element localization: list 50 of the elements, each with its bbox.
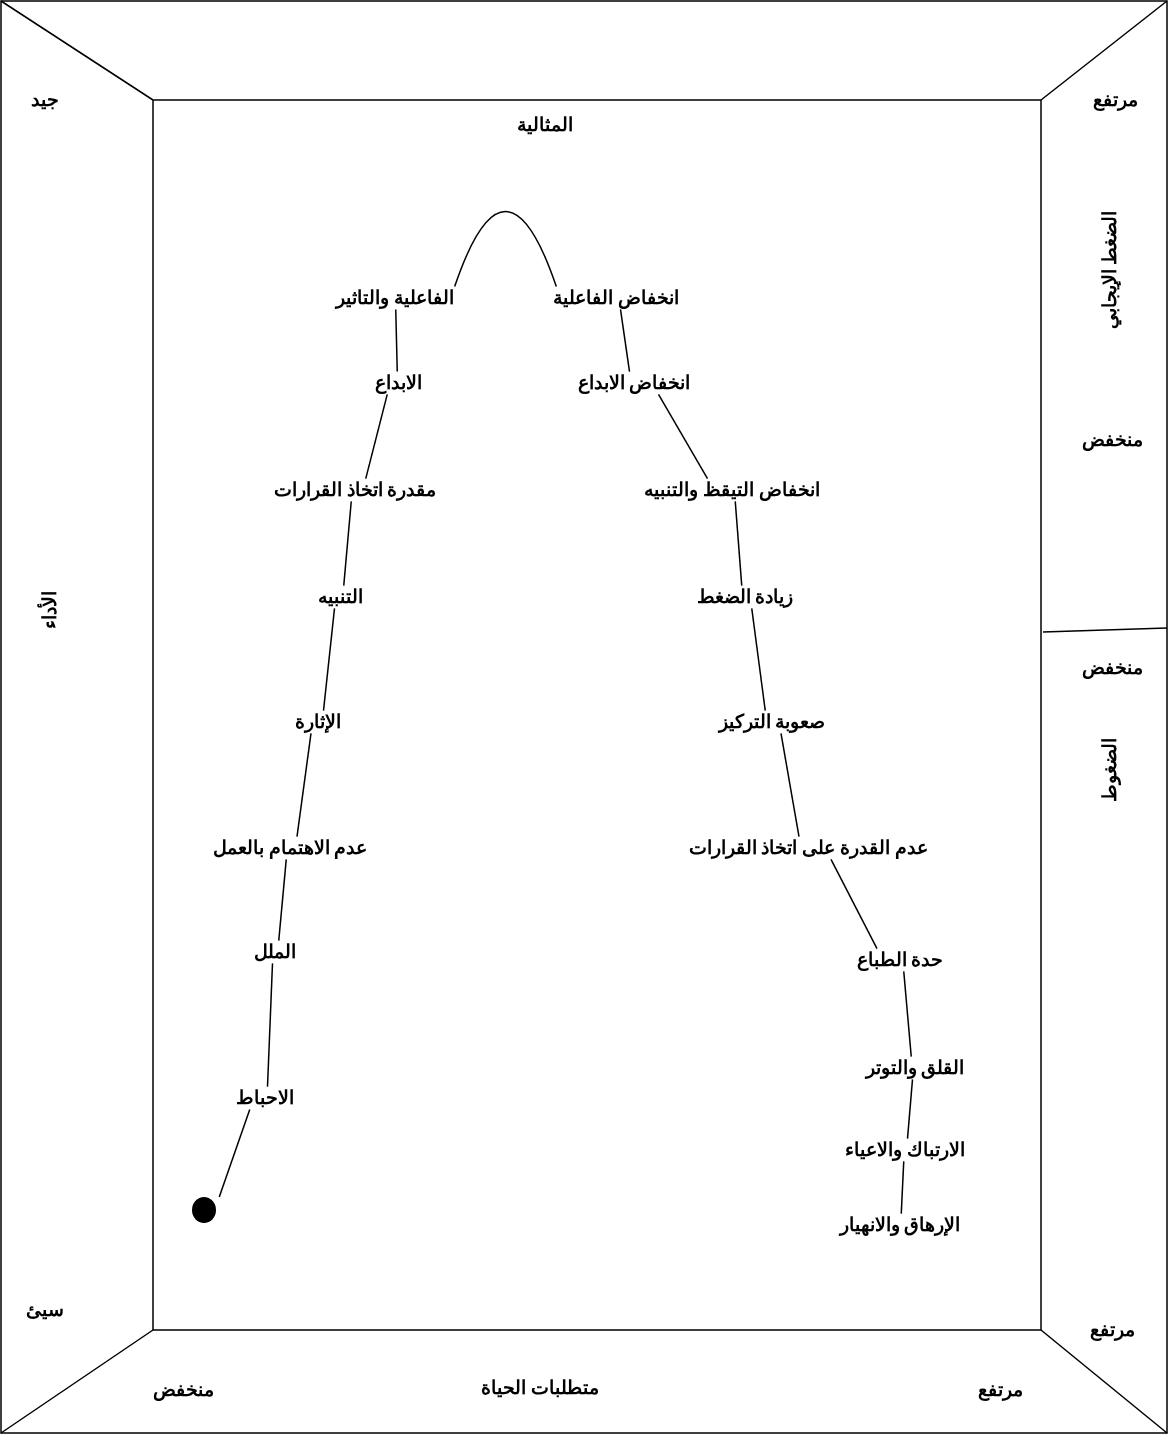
connector-line bbox=[365, 393, 388, 480]
stage-label: القلق والتوتر bbox=[865, 1056, 965, 1080]
connector-line bbox=[296, 732, 312, 838]
connector-line bbox=[906, 1078, 914, 1140]
stage-label: المثالية bbox=[517, 113, 573, 137]
connector-line bbox=[322, 607, 336, 712]
axis-label: مرتفع bbox=[1089, 1318, 1135, 1342]
dot-marker bbox=[192, 1197, 216, 1223]
stage-label: الابداع bbox=[374, 371, 422, 395]
stage-label: الاحباط bbox=[236, 1086, 294, 1110]
axis-label: منخفض bbox=[152, 1378, 214, 1402]
axis-label: مرتفع bbox=[1092, 88, 1138, 112]
stage-label: الملل bbox=[254, 940, 296, 964]
connector-line bbox=[734, 500, 743, 587]
stage-label: صعوبة التركيز bbox=[718, 710, 826, 734]
axis-label: منخفض bbox=[1081, 428, 1143, 452]
connector-line bbox=[657, 393, 709, 480]
axis-title: الضغط الإيجابي bbox=[1098, 210, 1122, 330]
connector-line bbox=[751, 607, 766, 712]
axis-label: متطلبات الحياة bbox=[481, 1376, 599, 1400]
connector-line bbox=[619, 308, 631, 373]
connector-line bbox=[266, 962, 274, 1088]
axis-label: منخفض bbox=[1081, 656, 1143, 680]
axis-label: جيد bbox=[31, 88, 59, 112]
stage-label: انخفاض التيقظ والتنبيه bbox=[644, 478, 820, 502]
stage-label: عدم الاهتمام بالعمل bbox=[212, 836, 368, 860]
axis-title: الضغوط bbox=[1098, 738, 1122, 802]
connector-line bbox=[218, 1108, 251, 1198]
connector-line bbox=[343, 500, 352, 587]
stage-label: انخفاض الابداع bbox=[577, 371, 691, 395]
stage-label: الارتباك والاعياء bbox=[845, 1138, 965, 1162]
connector-line bbox=[453, 210, 558, 288]
axis-label: مرتفع bbox=[977, 1378, 1023, 1402]
connector-line bbox=[395, 308, 398, 373]
stage-label: الإثارة bbox=[295, 710, 341, 734]
connector-line bbox=[903, 970, 912, 1058]
stage-label: التنبيه bbox=[317, 585, 363, 609]
connector-line bbox=[830, 858, 878, 950]
axis-title: الأداء bbox=[38, 591, 61, 629]
connector-line bbox=[278, 858, 287, 942]
stage-label: مقدرة اتخاذ القرارات bbox=[273, 478, 437, 502]
connector-line bbox=[900, 1160, 905, 1215]
stage-label: الإرهاق والانهيار bbox=[839, 1213, 961, 1237]
stage-label: الفاعلية والتاثير bbox=[336, 286, 454, 310]
connector-line bbox=[780, 732, 800, 838]
stage-label: حدة الطباع bbox=[856, 948, 944, 972]
stage-label: انخفاض الفاعلية bbox=[553, 286, 679, 310]
stage-label: زيادة الضغط bbox=[696, 585, 794, 609]
stage-label: عدم القدرة على اتخاذ القرارات bbox=[688, 836, 928, 860]
axis-label: سيئ bbox=[26, 1298, 64, 1322]
